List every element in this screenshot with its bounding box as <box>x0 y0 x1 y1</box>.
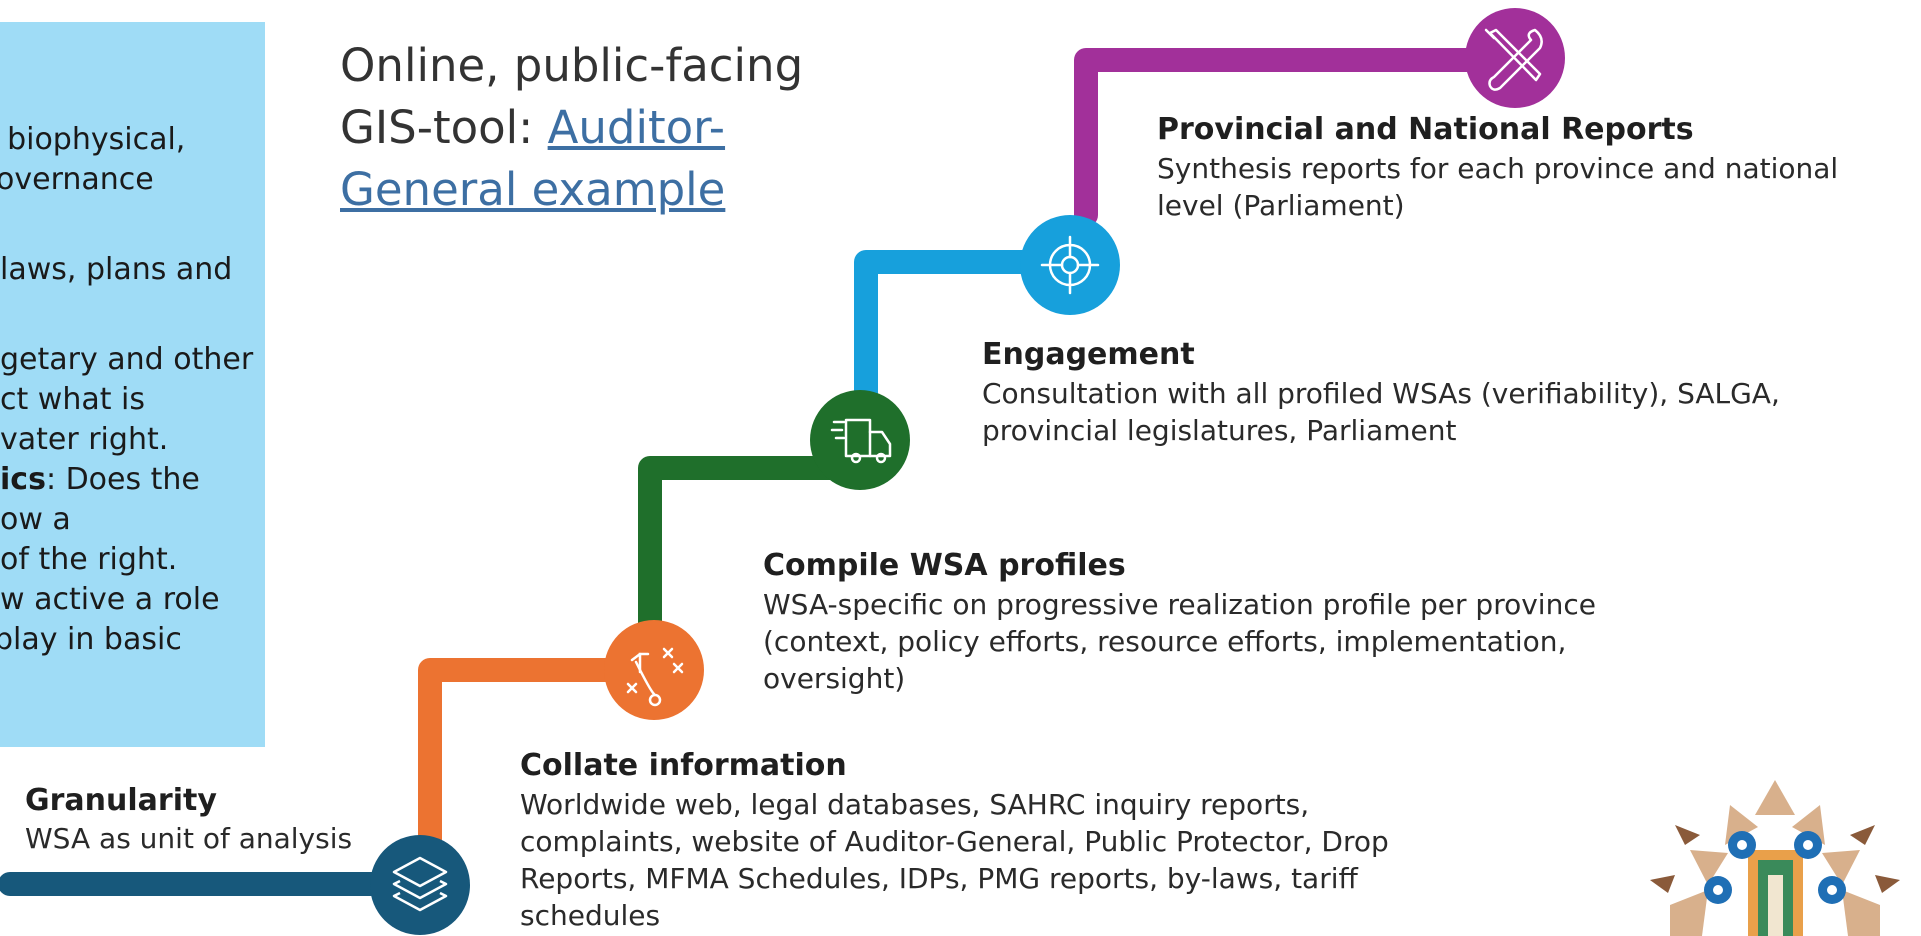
step-engagement-desc: Consultation with all profiled WSAs (ver… <box>982 377 1780 447</box>
auditor-general-link-cont[interactable]: General example <box>340 163 726 216</box>
panel-line: overnance <box>0 162 154 197</box>
truck-icon <box>810 390 910 490</box>
panel-line: ow a <box>0 502 71 537</box>
headline-line2: GIS-tool: Auditor- <box>340 97 803 159</box>
step-collate-desc: Worldwide web, legal databases, SAHRC in… <box>520 788 1389 932</box>
panel-line: vater right. <box>0 422 169 457</box>
connector-green <box>638 456 878 637</box>
headline-prefix: GIS-tool: <box>340 101 548 154</box>
connector-orange <box>418 658 662 857</box>
connector-blue <box>854 250 1082 432</box>
step-reports-title: Provincial and National Reports <box>1157 112 1694 147</box>
headline: Online, public-facing GIS-tool: Auditor-… <box>340 35 803 221</box>
granularity-title: Granularity <box>25 783 217 818</box>
panel-line: getary and other <box>0 342 254 377</box>
step-compile-desc: WSA-specific on progressive realization … <box>763 588 1596 695</box>
panel-line: of the right. <box>0 542 178 577</box>
auditor-general-link[interactable]: Auditor- <box>547 101 726 154</box>
step-collate-title: Collate information <box>520 748 847 783</box>
headline-line3: General example <box>340 159 803 221</box>
panel-line: laws, plans and <box>0 252 233 287</box>
step-engagement-title: Engagement <box>982 337 1195 372</box>
panel-line: , biophysical, <box>0 122 186 157</box>
panel-line: ics: Does the <box>0 462 200 498</box>
panel-line-rest: : Does the <box>45 462 200 497</box>
panel-line-bold: ics <box>0 462 46 497</box>
panel-line: w active a role <box>0 582 220 617</box>
panel-line: play in basic <box>0 622 182 657</box>
strategy-icon <box>604 620 704 720</box>
left-info-panel: , biophysical, overnance laws, plans and… <box>0 22 265 747</box>
connector-purple <box>1074 48 1527 227</box>
water-rights-logo-icon <box>1650 780 1900 936</box>
target-icon <box>1020 215 1120 315</box>
tools-icon <box>1465 8 1565 108</box>
step-compile-title: Compile WSA profiles <box>763 548 1126 583</box>
granularity-desc: WSA as unit of analysis <box>25 822 353 855</box>
headline-line1: Online, public-facing <box>340 39 804 92</box>
panel-line: ct what is <box>0 382 145 417</box>
layers-icon <box>370 835 470 935</box>
step-reports-desc: Synthesis reports for each province and … <box>1157 152 1839 222</box>
